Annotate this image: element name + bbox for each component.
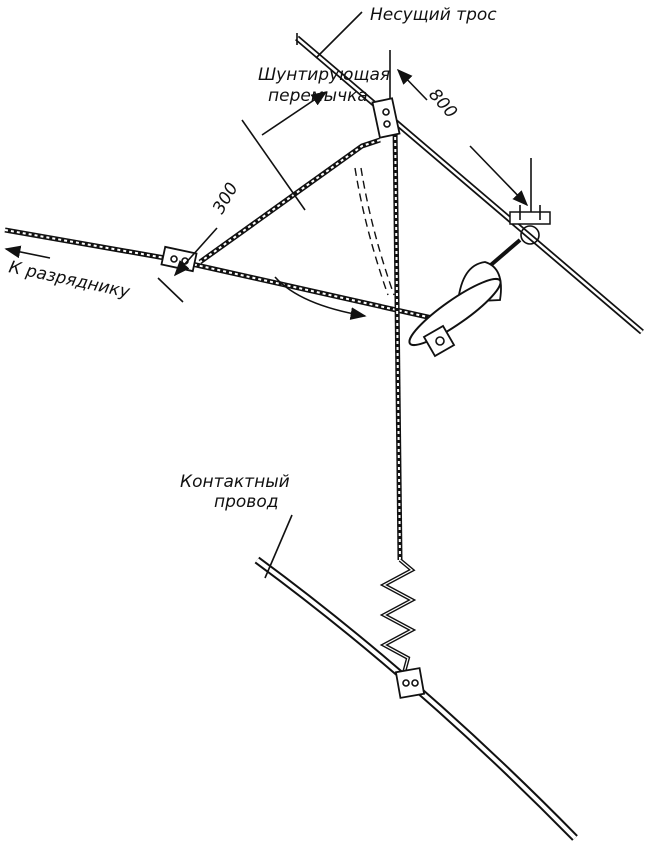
- dropper-clamp-top: [371, 97, 401, 139]
- dropper-clamp-bottom: [394, 667, 426, 699]
- contact-wire-label-1: Контактный: [180, 472, 290, 492]
- insulator: [408, 205, 551, 358]
- contact-wire-leader: [264, 514, 293, 579]
- jumper-clamp: [160, 245, 198, 273]
- dropper-alt-position: [360, 167, 395, 296]
- swing-arrow: [274, 276, 367, 320]
- contact-wire: [254, 556, 578, 841]
- shunt-jumper: [198, 137, 381, 265]
- dimension-300: 300: [157, 91, 328, 303]
- messenger-leader: [315, 11, 363, 59]
- dropper: [379, 124, 417, 681]
- svg-text:300: 300: [209, 179, 243, 217]
- shunt-jumper-label-2: перемычка: [268, 86, 368, 106]
- messenger-wire: [295, 33, 644, 335]
- messenger-wire-label: Несущий трос: [370, 5, 497, 25]
- to-arrester-label: К разряднику: [7, 257, 132, 302]
- svg-text:800: 800: [424, 85, 461, 122]
- shunt-jumper-label-1: Шунтирующая: [258, 65, 390, 85]
- dropper-alt-position: [354, 167, 389, 296]
- to-arrester-arrow: [4, 245, 51, 259]
- contact-wire-label-2: провод: [214, 492, 278, 512]
